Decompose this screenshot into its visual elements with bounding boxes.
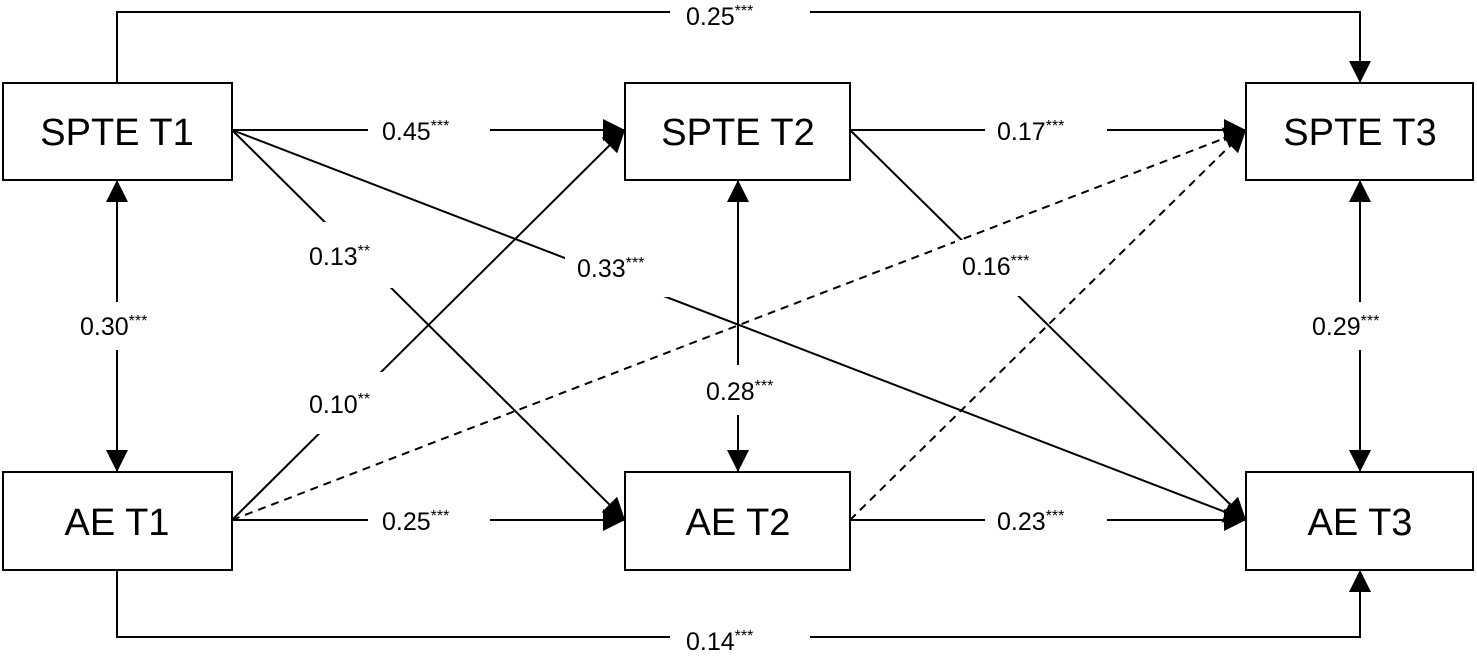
- coef-ae2-ae3: 0.23***: [997, 508, 1064, 536]
- coef-spte1-ae2: 0.13**: [309, 243, 370, 271]
- node-ae-t2: AE T2: [686, 502, 791, 544]
- coef-spte3-ae3: 0.29***: [1312, 313, 1379, 341]
- coef-ae1-spte2: 0.10**: [309, 391, 370, 419]
- node-spte-t3-box: [1245, 82, 1474, 181]
- node-spte-t1-box: [2, 82, 233, 181]
- coef-ae1-ae3: 0.14***: [686, 628, 753, 656]
- coef-spte1-spte2: 0.45***: [382, 118, 449, 146]
- coef-spte2-ae2: 0.28***: [706, 378, 773, 406]
- node-ae-t1: AE T1: [65, 502, 170, 544]
- edge-ae2-spte3-dashed: [849, 129, 1247, 521]
- node-ae-t2-box: [624, 471, 851, 571]
- coef-ae1-ae2: 0.25***: [382, 508, 449, 536]
- node-ae-t3: AE T3: [1308, 502, 1413, 544]
- coef-spte1-ae1: 0.30***: [80, 313, 147, 341]
- node-spte-t2-box: [624, 82, 851, 181]
- coef-spte2-ae3: 0.16***: [962, 253, 1029, 281]
- coef-spte1-spte3: 0.25***: [686, 3, 753, 31]
- node-spte-t1: SPTE T1: [40, 112, 193, 154]
- node-spte-t2: SPTE T2: [661, 112, 814, 154]
- coef-spte1-ae3: 0.33***: [577, 255, 644, 283]
- node-ae-t1-box: [2, 471, 233, 571]
- node-spte-t3: SPTE T3: [1283, 112, 1436, 154]
- edge-ae1-spte2: [231, 129, 626, 521]
- coef-spte2-spte3: 0.17***: [997, 118, 1064, 146]
- edge-spte2-ae3: [849, 129, 1247, 521]
- node-ae-t3-box: [1245, 471, 1474, 571]
